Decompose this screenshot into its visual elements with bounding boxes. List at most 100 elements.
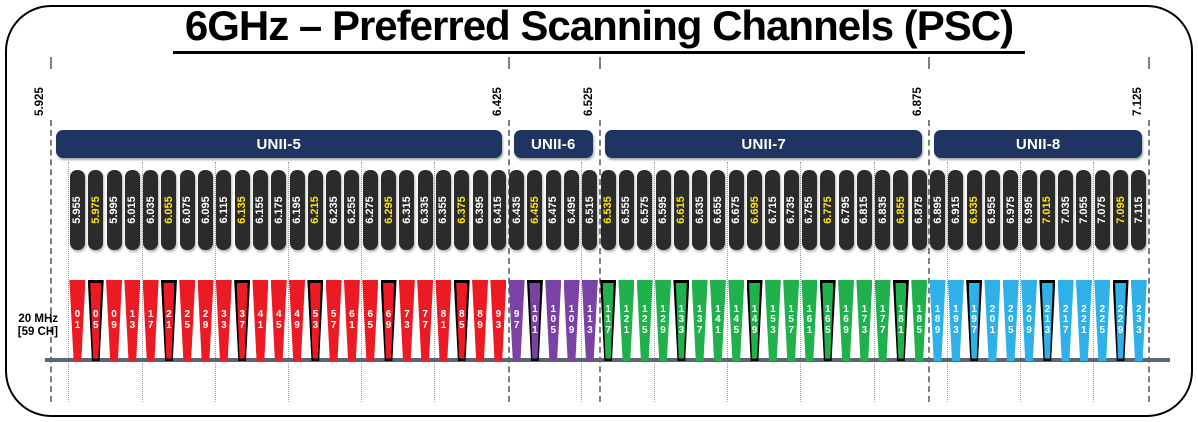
freq-pill-label: 6.975 (1004, 196, 1017, 224)
freq-pill: 6.835 (875, 170, 891, 250)
channel-number: 1 6 5 (824, 303, 831, 336)
channel-shape (289, 280, 306, 361)
channel-trapezoid: 1 3 (124, 280, 141, 361)
channel-shape (417, 280, 434, 361)
band-edge-line (928, 120, 931, 402)
channel-trapezoid: 1 6 1 (801, 280, 818, 361)
channel-trapezoid: 1 5 3 (764, 280, 781, 361)
channel-number: 4 1 (257, 309, 264, 331)
freq-gridline-80mhz (1019, 162, 1021, 402)
band-bar-unii-8: UNII-8 (934, 130, 1142, 158)
channel-trapezoid: 1 8 9 (929, 280, 946, 361)
channel-shape (270, 280, 287, 361)
channel-width-line1: 20 MHz (18, 313, 58, 325)
channel-number: 1 1 3 (587, 303, 593, 336)
freq-pill-label: 6.535 (602, 196, 615, 224)
channel-shape (783, 280, 800, 361)
channel-shape (822, 282, 834, 359)
channel-shape (838, 280, 855, 361)
band-label: UNII-5 (256, 135, 302, 153)
channel-shape (602, 282, 614, 359)
channel-number: 1 4 1 (715, 303, 721, 336)
channel-shape (691, 280, 708, 361)
channel-number: 0 9 (111, 309, 117, 331)
freq-pill-label: 6.315 (400, 196, 413, 224)
channel-number: 1 6 9 (843, 303, 849, 336)
channel-trapezoid: 2 2 9 (1112, 280, 1129, 361)
freq-pill-label: 6.055 (162, 196, 175, 224)
channel-number: 1 8 5 (916, 303, 923, 336)
freq-pill: 6.215 (307, 170, 323, 250)
channel-shape (874, 280, 891, 361)
freq-pill-label: 6.795 (840, 196, 853, 224)
freq-pill: 6.255 (344, 170, 360, 250)
freq-pill-label: 6.655 (711, 196, 724, 224)
channel-number: 2 0 1 (989, 303, 996, 336)
channel-shape (545, 280, 562, 361)
freq-pill: 6.675 (728, 170, 744, 250)
freq-pill-label: 7.035 (1059, 196, 1072, 224)
freq-pill: 6.735 (783, 170, 799, 250)
channel-number: 6 1 (349, 309, 355, 331)
channel-trapezoid: 8 1 (435, 280, 452, 361)
freq-pill-label: 6.375 (455, 196, 468, 224)
channel-shape (581, 280, 598, 361)
channel-trapezoid: 2 2 5 (1094, 280, 1111, 361)
freq-pill: 6.135 (234, 170, 250, 250)
freq-pill-label: 6.175 (272, 196, 285, 224)
freq-pill: 6.895 (930, 170, 946, 250)
freq-pill: 6.235 (326, 170, 342, 250)
freq-pill-label: 7.075 (1096, 196, 1109, 224)
channel-shape (968, 282, 980, 359)
channel-trapezoid: 1 6 9 (838, 280, 855, 361)
freq-pill-label: 6.555 (620, 196, 633, 224)
freq-pill-label: 6.915 (949, 196, 962, 224)
channel-number: 7 3 (404, 309, 410, 331)
channel-number: 7 7 (422, 309, 428, 331)
channel-number: 1 3 3 (678, 303, 685, 336)
freq-pill: 6.395 (472, 170, 488, 250)
freq-gridline-80mhz (727, 162, 729, 402)
freq-pill: 6.075 (179, 170, 195, 250)
channel-trapezoid: 1 8 1 (892, 280, 909, 361)
channel-trapezoid: 1 2 5 (636, 280, 653, 361)
channel-number: 1 1 7 (605, 303, 611, 336)
channel-shape (106, 280, 123, 361)
channel-shape (236, 282, 248, 359)
channel-trapezoid: 1 5 7 (783, 280, 800, 361)
channel-number: 5 7 (330, 309, 337, 331)
channel-shape (252, 280, 269, 361)
band-edge-tick (50, 57, 52, 69)
freq-pill-label: 5.955 (71, 196, 84, 224)
freq-gridline-80mhz (287, 162, 289, 402)
channel-trapezoid: 6 5 (362, 280, 379, 361)
freq-gridline-80mhz (434, 162, 436, 402)
channel-trapezoid: 1 2 1 (618, 280, 635, 361)
freq-pill: 6.775 (820, 170, 836, 250)
freq-pill-label: 6.635 (693, 196, 706, 224)
freq-gridline-80mhz (214, 162, 216, 402)
channel-number: 2 5 (184, 309, 191, 331)
channel-number: 1 9 7 (971, 303, 977, 336)
freq-pill-label: 6.995 (1023, 196, 1036, 224)
channel-trapezoid: 0 9 (106, 280, 123, 361)
channel-shape (801, 280, 818, 361)
channel-shape (398, 280, 415, 361)
freq-pill-label: 6.235 (327, 196, 340, 224)
channel-number: 5 3 (312, 309, 319, 331)
channel-shape (508, 280, 525, 361)
freq-pill-label: 6.495 (565, 196, 578, 224)
band-edge-label: 6.875 (912, 87, 925, 116)
channel-shape (1130, 280, 1147, 361)
channel-number: 1 6 1 (806, 303, 813, 336)
channel-trapezoid: 3 3 (215, 280, 232, 361)
freq-pill: 6.015 (124, 170, 140, 250)
channel-trapezoid: 5 7 (325, 280, 342, 361)
freq-pill: 6.375 (454, 170, 470, 250)
freq-pill: 6.495 (564, 170, 580, 250)
freq-pill-label: 6.835 (876, 196, 889, 224)
channel-shape (895, 282, 907, 359)
channel-shape (655, 280, 672, 361)
freq-pill-label: 6.875 (913, 196, 926, 224)
channel-shape (856, 280, 873, 361)
